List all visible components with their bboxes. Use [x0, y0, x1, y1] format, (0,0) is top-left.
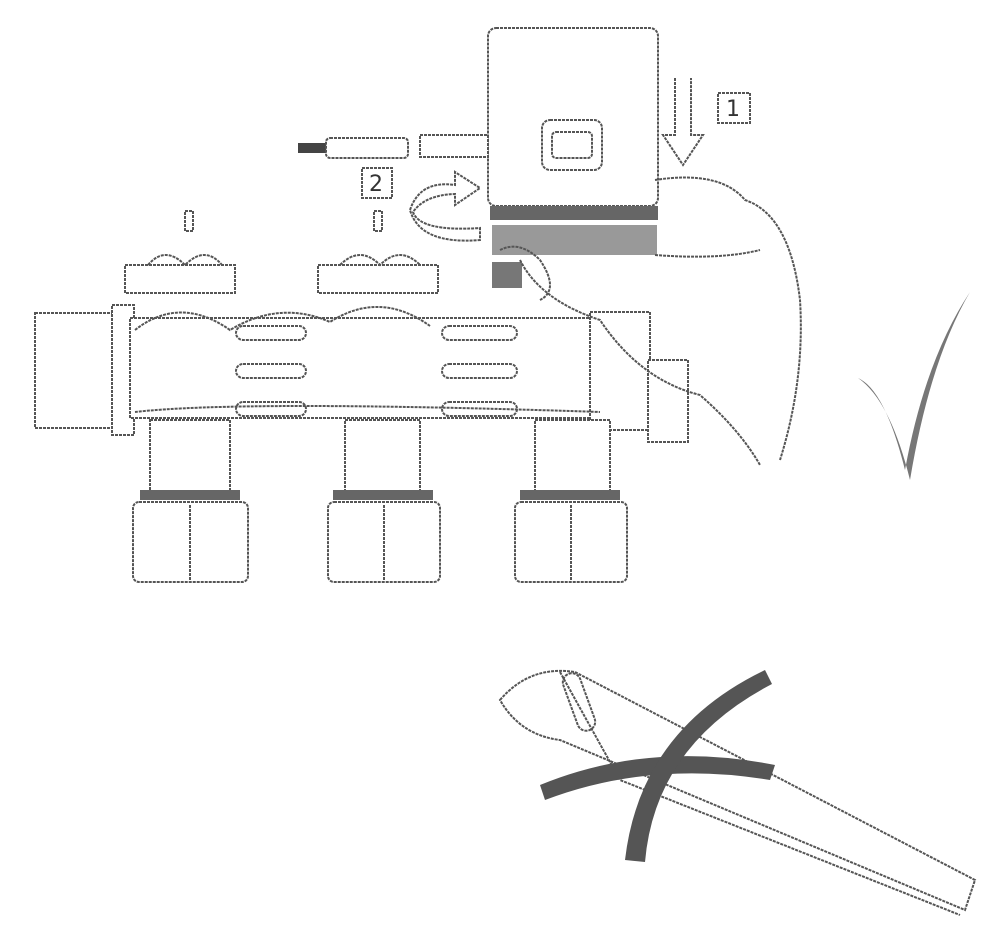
cross-stroke-2: [625, 670, 772, 862]
step-1-label: 1: [726, 97, 740, 122]
actuator-head: [487, 27, 659, 288]
cable-connector: [298, 134, 489, 159]
check-mark-icon: [858, 292, 970, 480]
hand: [499, 176, 802, 466]
wrench-prohibited: [498, 669, 977, 916]
step-1-marker: 1: [661, 78, 751, 167]
push-down-arrow-icon: [661, 78, 705, 167]
step-2-label: 2: [369, 172, 383, 197]
outlet-ports: [132, 419, 628, 583]
rotate-arrow-icon: [409, 170, 482, 242]
valve-seat-left: [124, 210, 236, 294]
manifold: [34, 210, 689, 583]
cross-stroke-1: [540, 756, 775, 800]
valve-seat-middle: [317, 210, 439, 294]
step-2-marker: 2: [361, 167, 482, 242]
manifold-slots: [235, 325, 518, 417]
